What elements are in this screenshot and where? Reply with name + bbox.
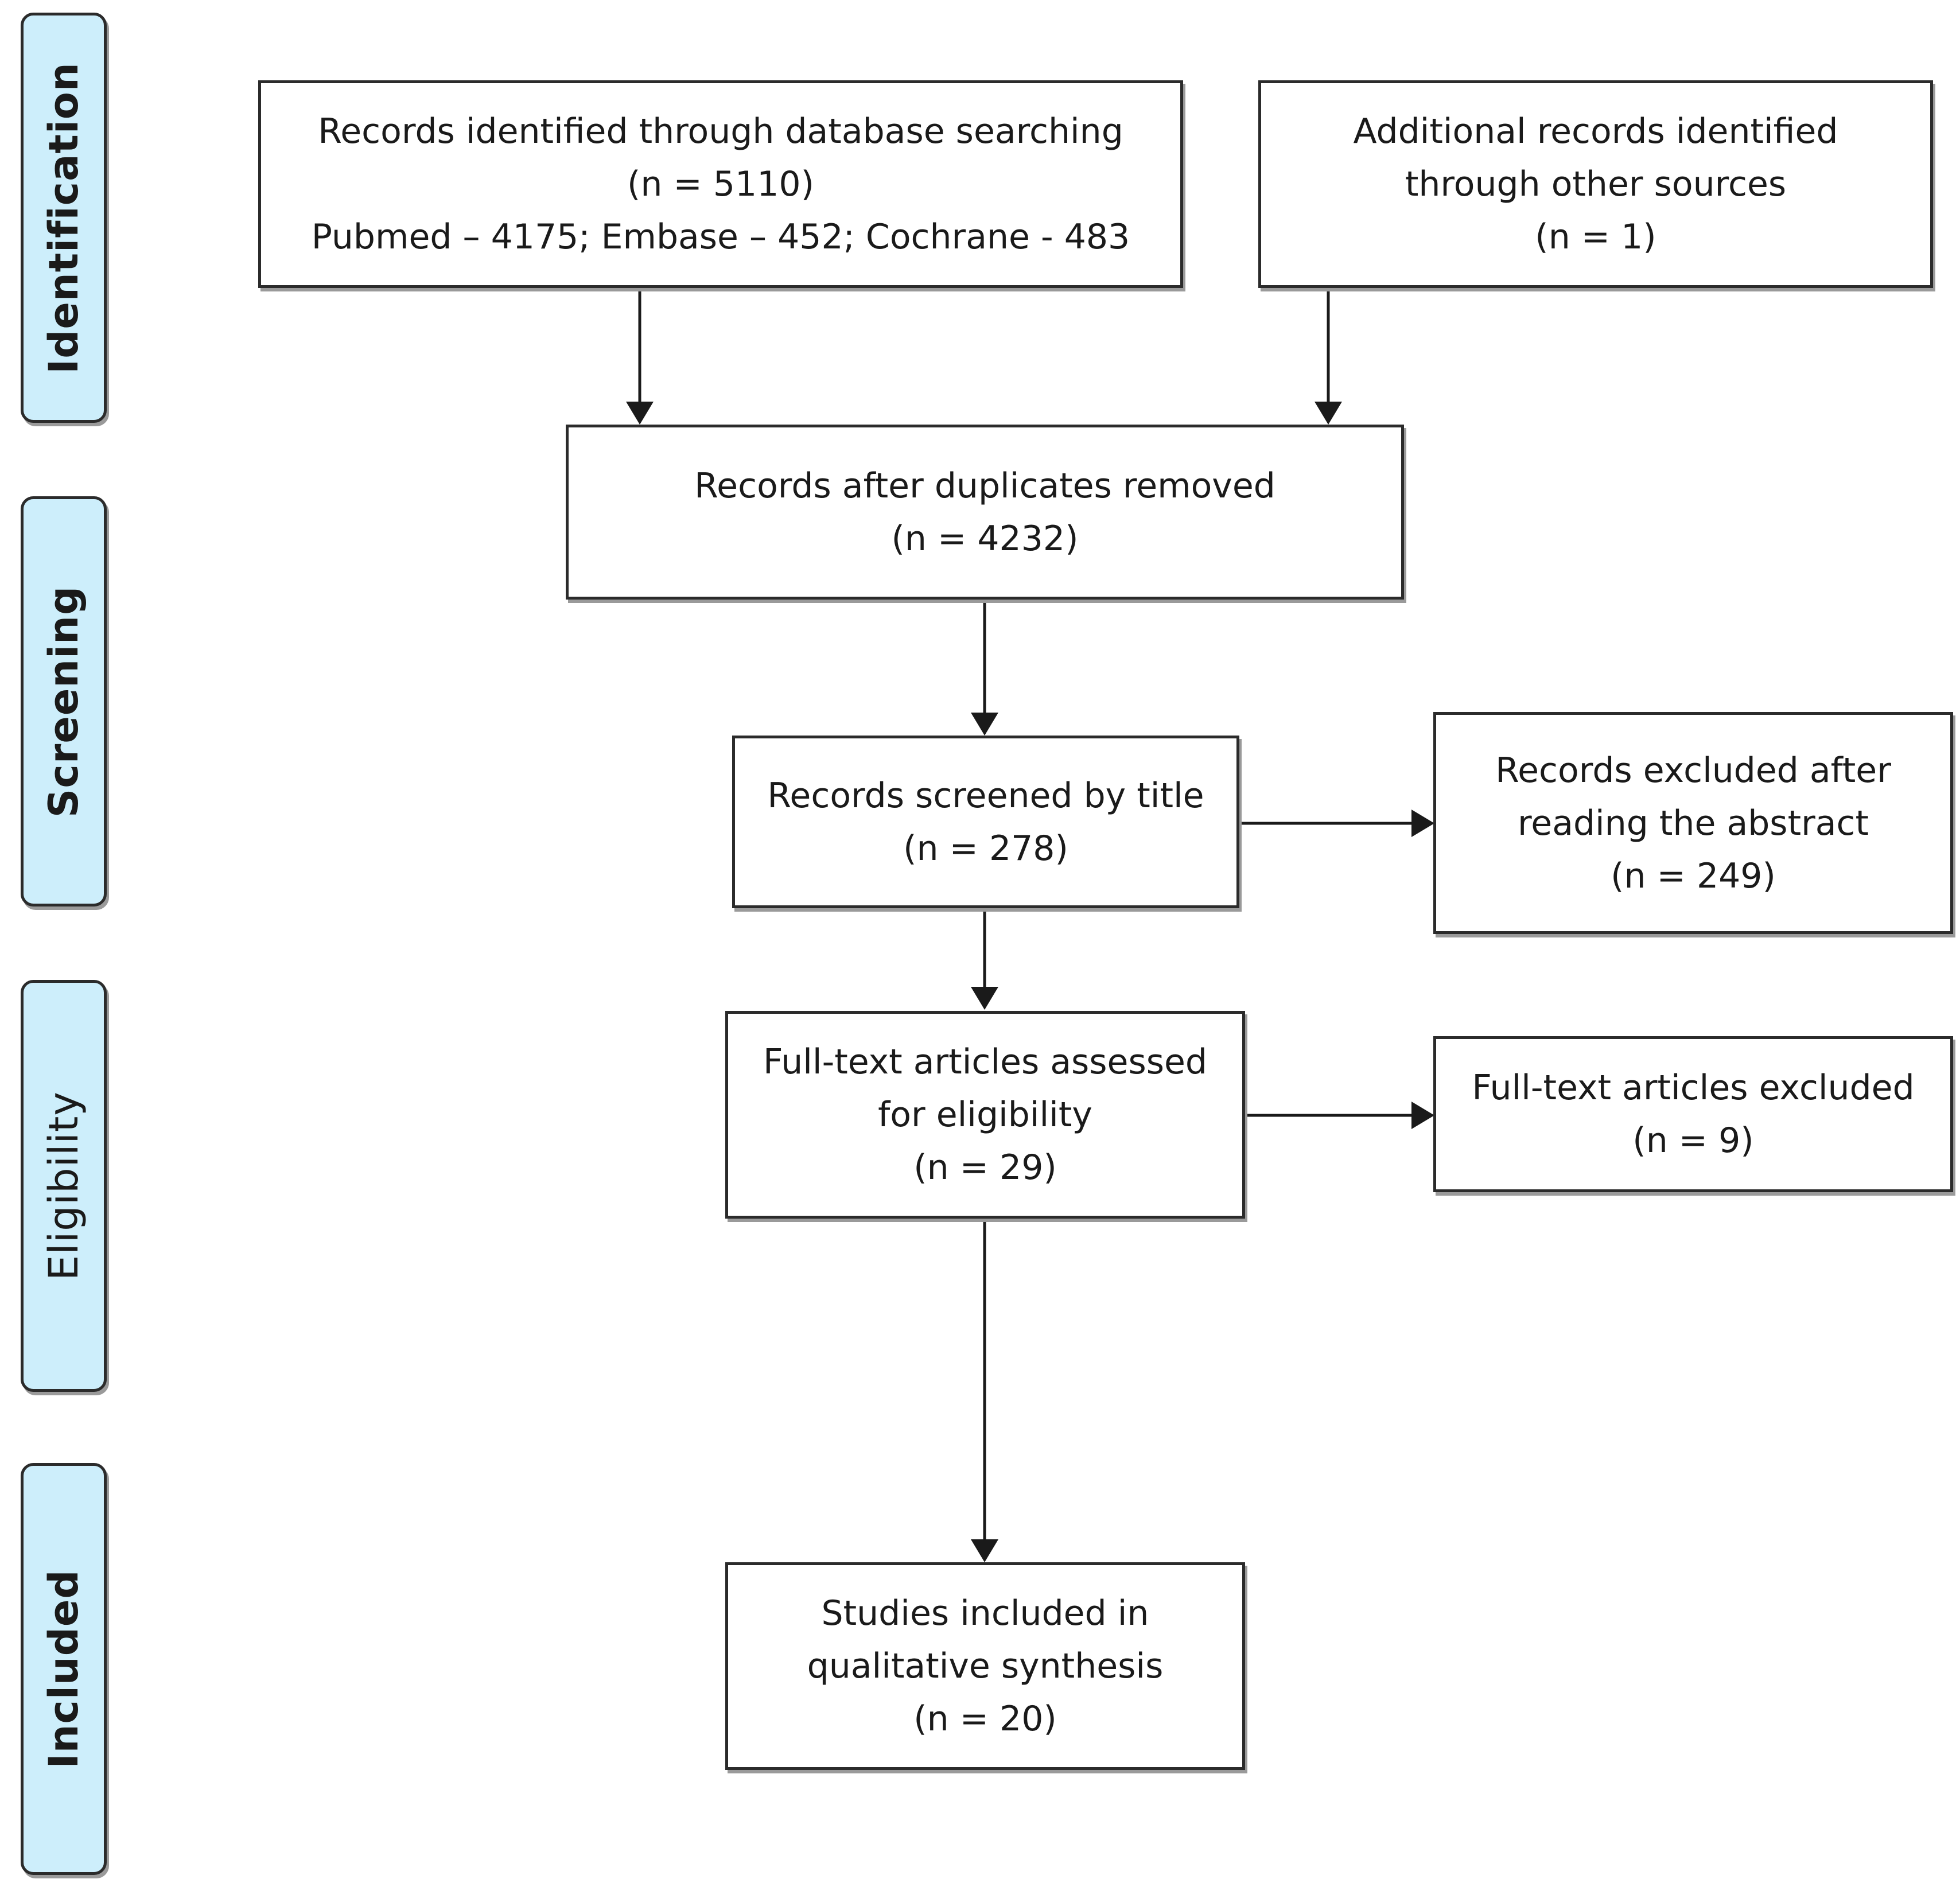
other-sources-label-1: Additional records identified: [1353, 111, 1838, 151]
duplicates-removed-label: Records after duplicates removed: [694, 465, 1275, 506]
box-included-studies: Studies included in qualitative synthesi…: [725, 1562, 1245, 1770]
box-screened-title: Records screened by title (n = 278): [732, 736, 1239, 908]
included-studies-label-1: Studies included in: [821, 1593, 1149, 1633]
included-studies-label-2: qualitative synthesis: [807, 1646, 1164, 1686]
box-excluded-abstract: Records excluded after reading the abstr…: [1433, 712, 1953, 934]
stage-tab-eligibility: Eligibility: [21, 980, 107, 1392]
other-sources-count: (n = 1): [1535, 217, 1656, 257]
box-fulltext-excluded: Full-text articles excluded (n = 9): [1433, 1036, 1953, 1192]
box-fulltext-assessed: Full-text articles assessed for eligibil…: [725, 1011, 1245, 1219]
excluded-abstract-label-2: reading the abstract: [1517, 803, 1869, 843]
box-other-sources: Additional records identified through ot…: [1258, 80, 1933, 288]
stage-tab-identification: Identification: [21, 13, 107, 423]
stage-tab-included: Included: [21, 1463, 107, 1875]
excluded-abstract-count: (n = 249): [1611, 855, 1776, 896]
screened-title-label: Records screened by title: [767, 775, 1204, 816]
fulltext-excluded-label: Full-text articles excluded: [1472, 1068, 1915, 1108]
fulltext-excluded-count: (n = 9): [1632, 1120, 1754, 1161]
database-search-label: Records identified through database sear…: [318, 111, 1123, 151]
other-sources-label-2: through other sources: [1405, 164, 1787, 204]
database-search-count: (n = 5110): [627, 164, 814, 204]
box-database-search: Records identified through database sear…: [258, 80, 1183, 288]
stage-tab-screening: Screening: [21, 496, 107, 906]
duplicates-removed-count: (n = 4232): [891, 518, 1079, 559]
included-studies-count: (n = 20): [913, 1699, 1057, 1739]
screened-title-count: (n = 278): [903, 828, 1068, 869]
box-duplicates-removed: Records after duplicates removed (n = 42…: [566, 425, 1404, 600]
fulltext-assessed-count: (n = 29): [913, 1147, 1057, 1188]
excluded-abstract-label-1: Records excluded after: [1495, 750, 1891, 791]
database-search-breakdown: Pubmed – 4175; Embase – 452; Cochrane - …: [311, 217, 1130, 257]
fulltext-assessed-label-2: for eligibility: [878, 1095, 1092, 1135]
fulltext-assessed-label-1: Full-text articles assessed: [763, 1042, 1207, 1082]
